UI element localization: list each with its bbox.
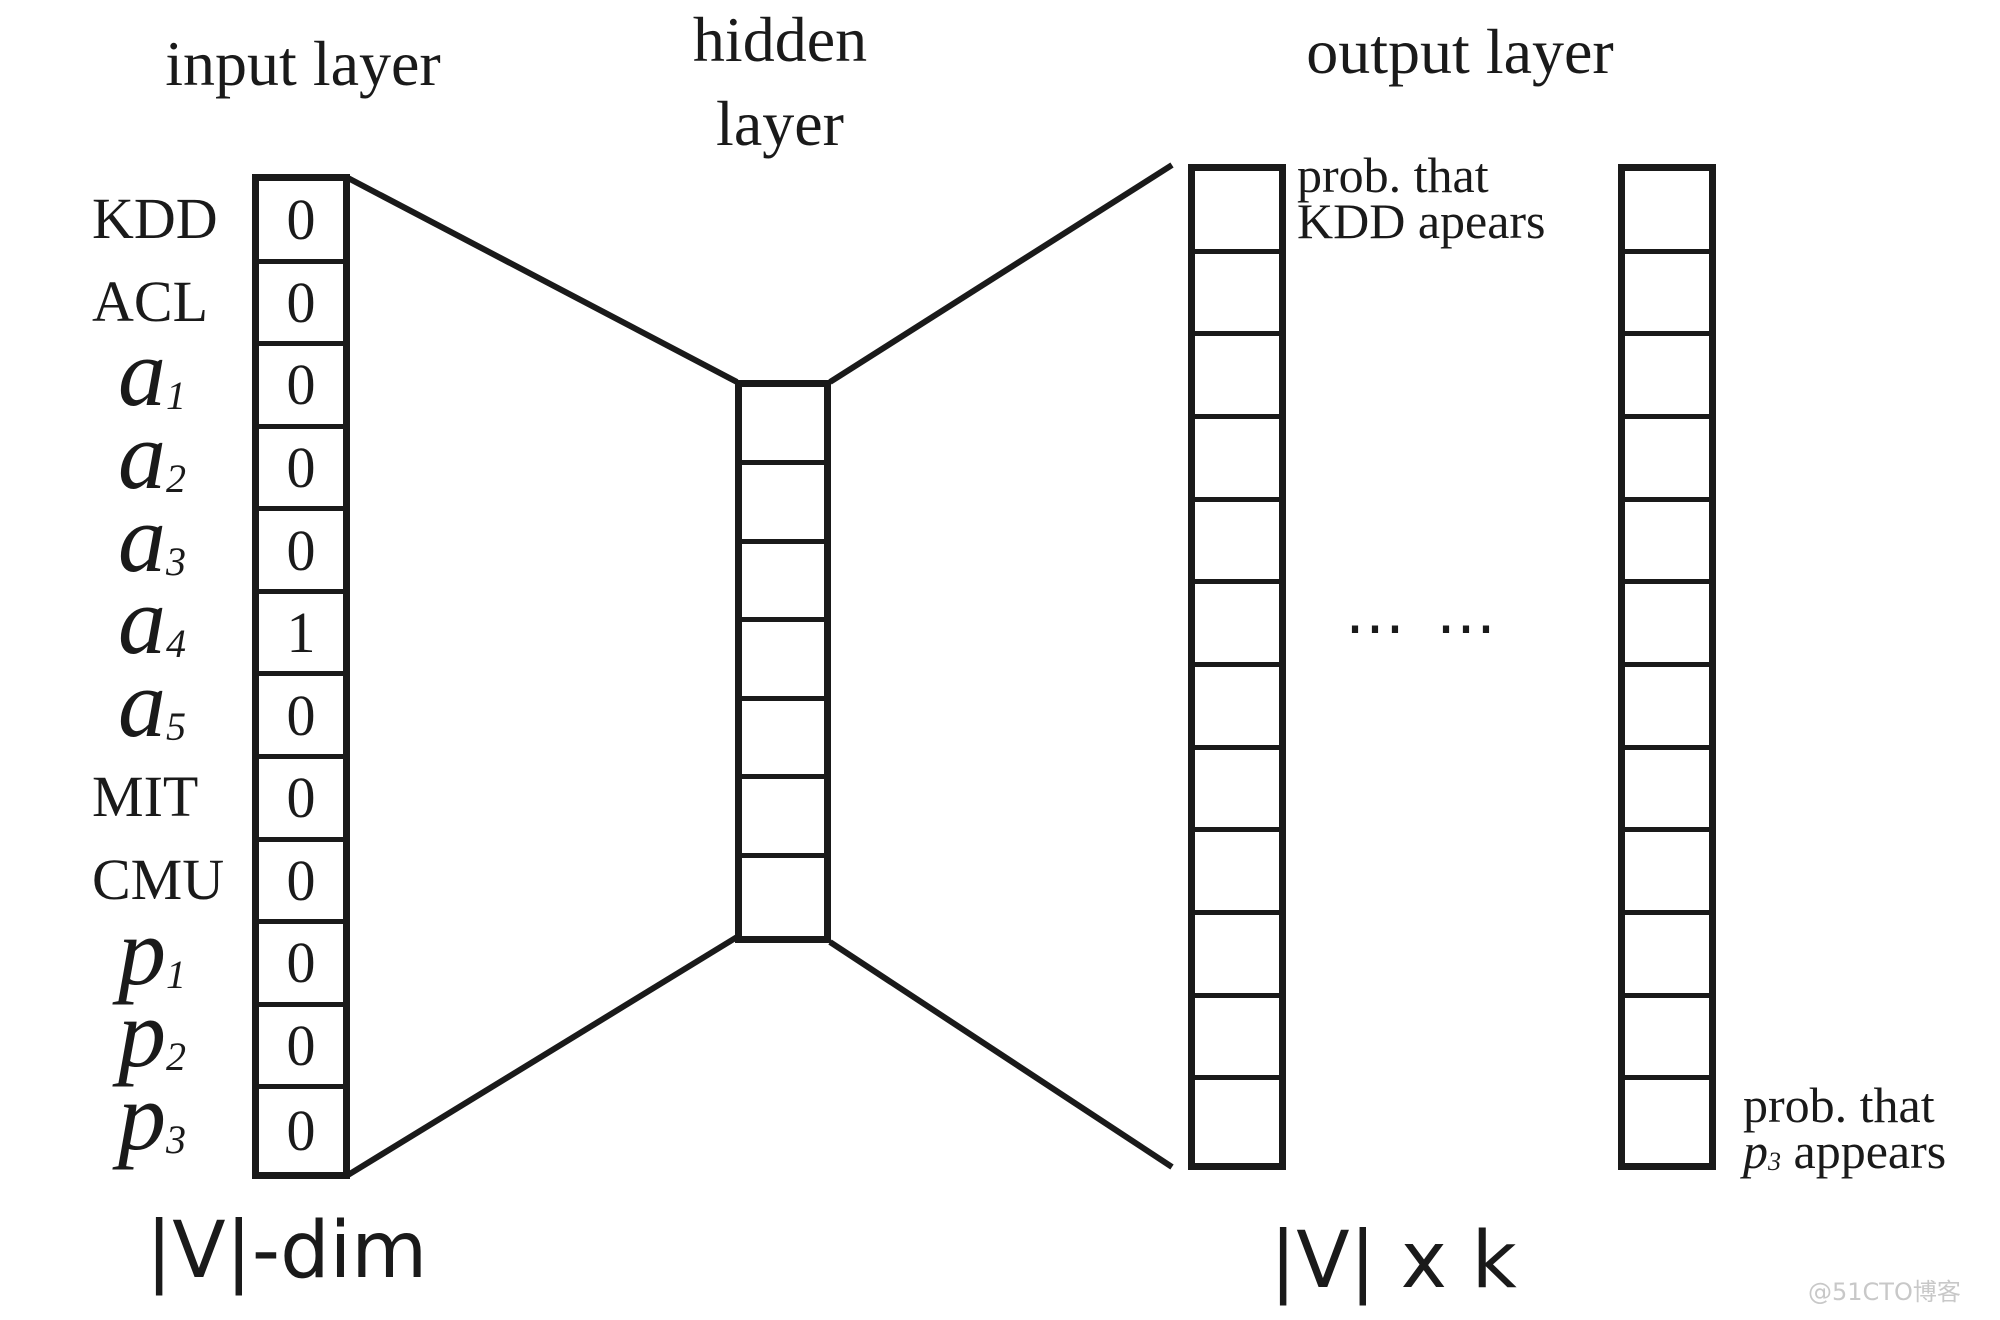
input-cell: 0 xyxy=(259,842,343,925)
input-row-label-symbol: a xyxy=(118,402,166,510)
output-cell xyxy=(1625,419,1709,502)
output-cell xyxy=(1195,1080,1279,1163)
input-cell: 0 xyxy=(259,759,343,842)
input-cell: 0 xyxy=(259,181,343,264)
input-row-label: MIT xyxy=(92,764,199,830)
input-row-label-symbol: a xyxy=(118,567,166,675)
output-cell xyxy=(1195,171,1279,254)
note-top-line2: KDD apears xyxy=(1297,193,1546,249)
input-dimension-label: |V|-dim xyxy=(146,1206,428,1296)
input-cell: 1 xyxy=(259,594,343,677)
hidden-vector xyxy=(735,380,831,943)
output-cell xyxy=(1195,915,1279,998)
line-input-top-to-hidden xyxy=(346,175,739,385)
output-cell xyxy=(1625,915,1709,998)
output-dimension-label: |V| x k xyxy=(1270,1216,1517,1306)
hidden-layer-title-line2: layer xyxy=(716,88,844,159)
input-row-label: a3 xyxy=(118,490,186,587)
output-cell xyxy=(1625,336,1709,419)
output-vector-last xyxy=(1618,164,1716,1170)
output-layer-title: output layer xyxy=(1306,16,1614,87)
output-cell xyxy=(1625,502,1709,585)
output-cell xyxy=(1625,750,1709,833)
hidden-cell xyxy=(742,465,824,544)
line-hidden-top-to-output xyxy=(828,162,1174,385)
ellipsis-dots: ⋯ ⋯ xyxy=(1345,595,1504,661)
output-cell xyxy=(1195,419,1279,502)
note-bottom: prob. that p3 appears xyxy=(1743,1077,1946,1183)
output-cell xyxy=(1625,667,1709,750)
output-cell xyxy=(1195,254,1279,337)
note-bottom-symbol: p xyxy=(1743,1123,1768,1179)
input-row-label-symbol: a xyxy=(118,649,166,757)
output-cell xyxy=(1625,1080,1709,1163)
input-cell: 0 xyxy=(259,1007,343,1090)
note-bottom-line2: p3 appears xyxy=(1743,1126,1946,1183)
input-row-label-subscript: 3 xyxy=(166,1116,186,1162)
hidden-cell xyxy=(742,544,824,623)
input-row-label: KDD xyxy=(92,186,218,252)
input-row-label-subscript: 1 xyxy=(166,373,186,419)
hidden-layer-title-line1: hidden xyxy=(692,4,868,75)
input-row-label: p1 xyxy=(118,903,186,1000)
input-row-label: ACL xyxy=(92,268,208,334)
input-layer-title: input layer xyxy=(165,28,441,99)
output-cell xyxy=(1625,998,1709,1081)
note-bottom-subscript: 3 xyxy=(1768,1147,1781,1176)
input-row-label-symbol: p xyxy=(118,980,166,1088)
output-cell xyxy=(1625,254,1709,337)
line-input-bottom-to-hidden xyxy=(346,934,739,1178)
line-hidden-bottom-to-output xyxy=(828,939,1174,1170)
input-row-label: a5 xyxy=(118,655,186,752)
output-cell xyxy=(1195,750,1279,833)
input-row-label-subscript: 3 xyxy=(166,538,186,584)
output-cell xyxy=(1625,832,1709,915)
output-cell xyxy=(1195,998,1279,1081)
input-row-label: a4 xyxy=(118,573,186,669)
input-row-label-symbol: a xyxy=(118,319,166,427)
input-cell: 0 xyxy=(259,924,343,1007)
watermark: @51CTO博客 xyxy=(1808,1278,1961,1306)
input-row-label-symbol: a xyxy=(118,484,166,592)
output-cell xyxy=(1195,584,1279,667)
hidden-cell xyxy=(742,779,824,858)
hidden-cell xyxy=(742,858,824,936)
input-row-label-subscript: 4 xyxy=(166,621,186,667)
input-cell: 0 xyxy=(259,429,343,512)
output-cell xyxy=(1195,336,1279,419)
output-cell xyxy=(1625,584,1709,667)
output-cell xyxy=(1625,171,1709,254)
hidden-cell xyxy=(742,622,824,701)
input-row-label-symbol: p xyxy=(118,1062,166,1170)
output-cell xyxy=(1195,667,1279,750)
input-row-label-subscript: 2 xyxy=(166,1034,186,1080)
input-cell: 0 xyxy=(259,511,343,594)
note-top-line1: prob. that xyxy=(1297,147,1489,203)
input-row-label: p3 xyxy=(118,1068,186,1165)
input-row-label: CMU xyxy=(92,846,225,912)
input-row-label-symbol: p xyxy=(118,897,166,1005)
hidden-cell xyxy=(742,387,824,466)
note-top: prob. that KDD apears xyxy=(1297,147,1546,249)
output-cell xyxy=(1195,502,1279,585)
note-bottom-rest: appears xyxy=(1781,1123,1947,1179)
input-cell: 0 xyxy=(259,676,343,760)
output-cell xyxy=(1195,832,1279,915)
input-cell: 0 xyxy=(259,346,343,429)
input-cell: 0 xyxy=(259,264,343,347)
input-row-label-subscript: 5 xyxy=(166,703,186,749)
input-row-label: a1 xyxy=(118,325,186,421)
input-cell: 0 xyxy=(286,1098,316,1164)
hidden-cell xyxy=(742,701,824,780)
input-row-label-subscript: 2 xyxy=(166,456,186,502)
output-vector-first xyxy=(1188,164,1286,1170)
input-row-label-subscript: 1 xyxy=(166,951,186,997)
input-row-label: a2 xyxy=(118,408,186,504)
note-bottom-line1: prob. that xyxy=(1743,1077,1935,1133)
input-row-label: p2 xyxy=(118,986,186,1082)
